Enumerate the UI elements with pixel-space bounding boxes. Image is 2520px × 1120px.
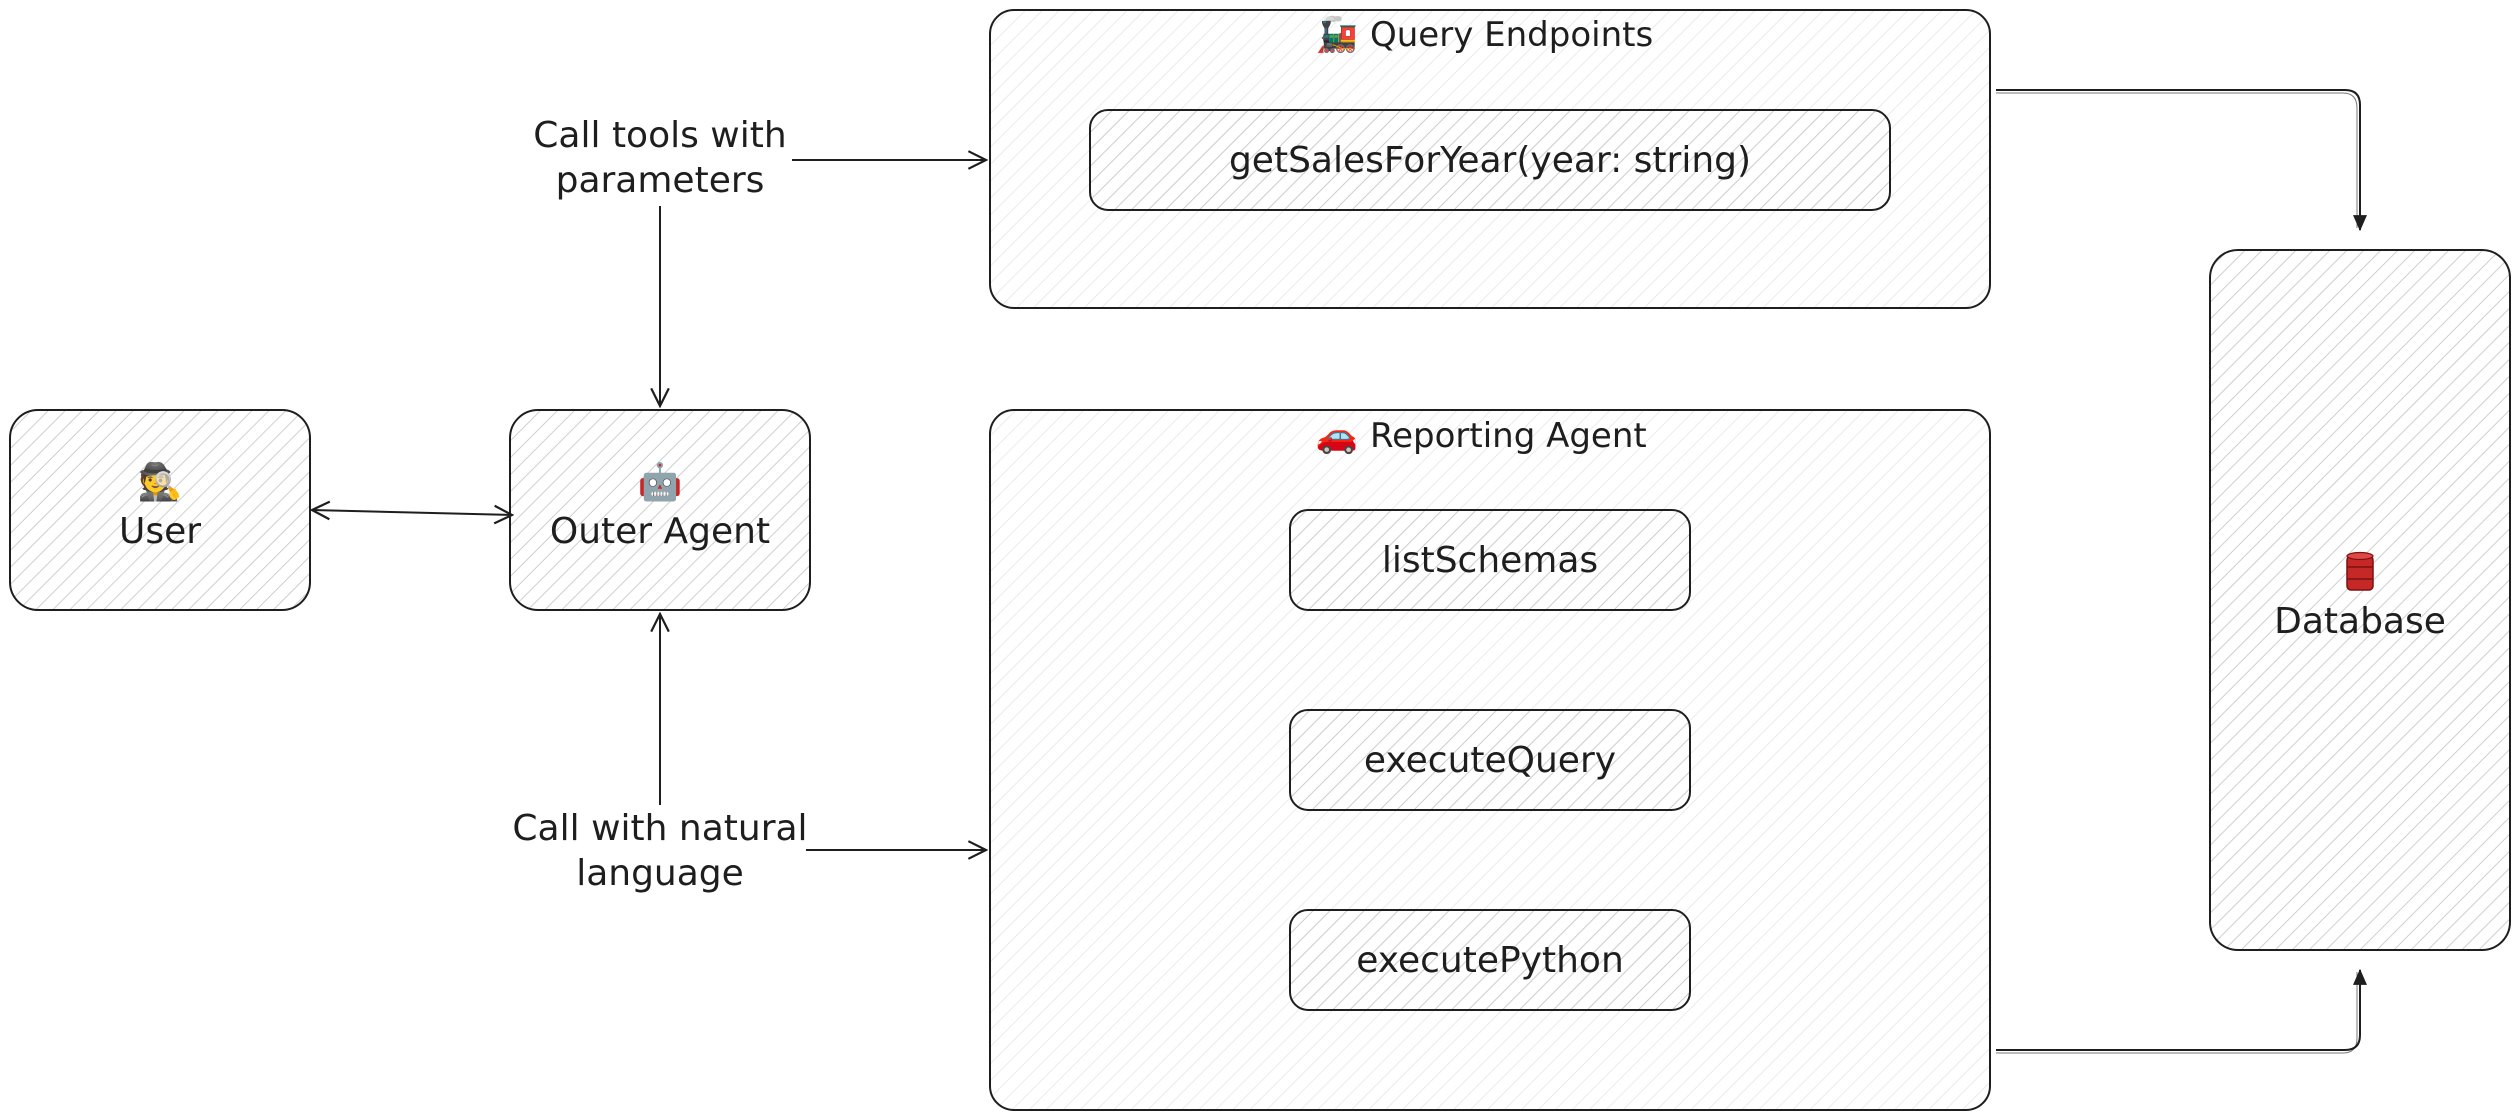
user-node[interactable]: 🕵 User [9, 409, 311, 611]
edge-label-line: language [576, 853, 744, 894]
database-node[interactable]: Database [2209, 249, 2511, 951]
edge-label-call-tools: Call tools with parameters [528, 110, 792, 206]
database-label: Database [2274, 601, 2446, 642]
tool-node-listschemas[interactable]: listSchemas [1289, 509, 1691, 611]
edge-user-outer-agent [312, 510, 512, 515]
user-label: User [119, 511, 201, 552]
tool-node-executepython[interactable]: executePython [1289, 909, 1691, 1011]
edge-label-call-natural: Call with natural language [512, 805, 808, 901]
tool-label: getSalesForYear(year: string) [1229, 140, 1751, 181]
edge-reporting-agent-to-database [1996, 968, 2367, 1051]
edge-label-line: Call tools with [533, 115, 786, 156]
locomotive-icon: 🚂 [1316, 15, 1358, 55]
edge-label-line: parameters [556, 160, 765, 201]
tool-node-executequery[interactable]: executeQuery [1289, 709, 1691, 811]
edge-query-endpoints-to-database [1996, 89, 2367, 232]
car-icon: 🚗 [1316, 416, 1358, 456]
reporting-agent-container: 🚗 Reporting Agent listSchemas executeQue… [989, 409, 1991, 1111]
query-endpoints-title: Query Endpoints [1370, 15, 1653, 55]
tool-label: executeQuery [1364, 740, 1616, 781]
outer-agent-label: Outer Agent [550, 511, 770, 552]
query-endpoints-container: 🚂 Query Endpoints getSalesForYear(year: … [989, 9, 1991, 309]
tool-label: executePython [1356, 940, 1624, 981]
oil-drum-icon [2346, 551, 2374, 591]
reporting-agent-title: Reporting Agent [1370, 416, 1647, 456]
detective-icon: 🕵 [138, 461, 183, 503]
edge-label-line: Call with natural [512, 808, 807, 849]
robot-icon: 🤖 [638, 461, 683, 503]
tool-label: listSchemas [1382, 540, 1598, 581]
tool-node-getsalesforyear[interactable]: getSalesForYear(year: string) [1089, 109, 1891, 211]
outer-agent-node[interactable]: 🤖 Outer Agent [509, 409, 811, 611]
